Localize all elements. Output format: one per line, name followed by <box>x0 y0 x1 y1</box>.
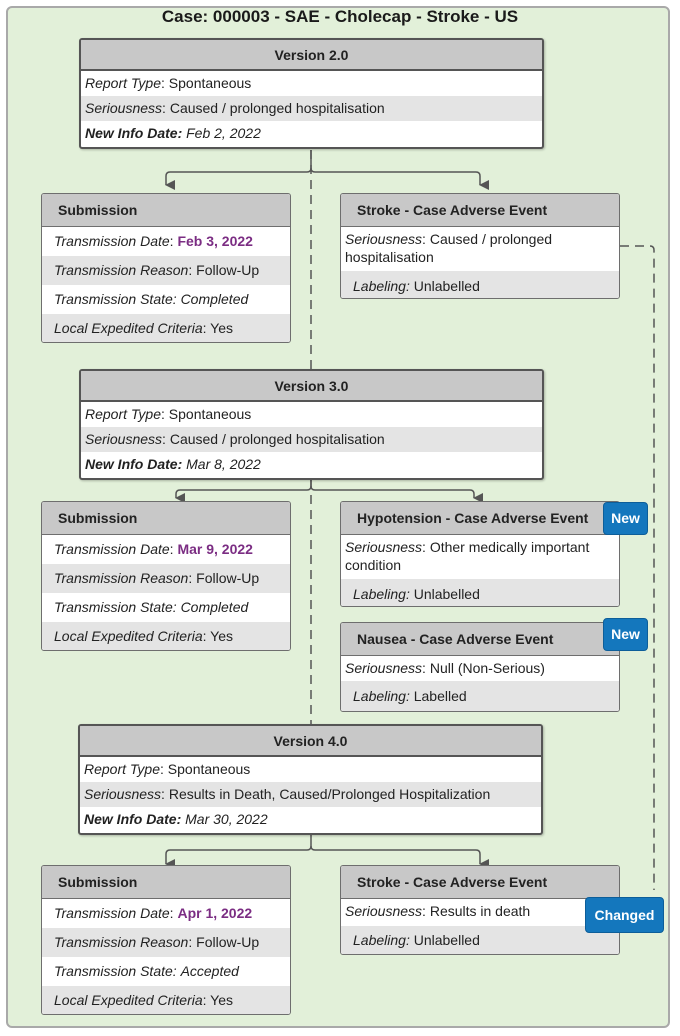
submission-card-3: Submission Transmission Date: Apr 1, 202… <box>41 865 291 1015</box>
local-expedited-row: Local Expedited Criteria: Yes <box>42 986 290 1014</box>
version-header: Version 2.0 <box>81 40 542 71</box>
transmission-reason-row: Transmission Reason: Follow-Up <box>42 564 290 593</box>
version-header: Version 3.0 <box>81 371 542 402</box>
event-header: Stroke - Case Adverse Event <box>341 194 619 227</box>
branch-connector <box>175 480 312 503</box>
submission-header: Submission <box>42 502 290 535</box>
event-labeling-row: Labeling: Unlabelled <box>341 271 619 298</box>
transmission-reason-row: Transmission Reason: Follow-Up <box>42 928 290 957</box>
stroke-event-card-1: Stroke - Case Adverse Event Seriousness:… <box>340 193 620 299</box>
transmission-reason-row: Transmission Reason: Follow-Up <box>42 256 290 285</box>
report-type-row: Report Type: Spontaneous <box>85 75 252 91</box>
branch-connector <box>165 834 312 869</box>
seriousness-row: Seriousness: Caused / prolonged hospital… <box>81 427 542 452</box>
changed-badge: Changed <box>585 897 664 933</box>
new-badge: New <box>603 502 648 535</box>
branch-connector <box>310 485 483 503</box>
new-info-date-row: New Info Date: Mar 30, 2022 <box>84 811 268 827</box>
seriousness-row: Seriousness: Results in Death, Caused/Pr… <box>80 782 541 807</box>
transmission-date-row: Transmission Date: Mar 9, 2022 <box>54 541 253 557</box>
event-labeling-row: Labeling: Labelled <box>341 681 619 711</box>
transmission-state-row: Transmission State: Completed <box>54 291 249 307</box>
event-seriousness-row: Seriousness: Null (Non-Serious) <box>345 660 545 676</box>
branch-connector <box>310 845 489 869</box>
event-labeling-row: Labeling: Unlabelled <box>341 926 619 954</box>
event-header: Hypotension - Case Adverse Event <box>341 502 619 535</box>
case-title: Case: 000003 - SAE - Cholecap - Stroke -… <box>161 7 519 26</box>
report-type-row: Report Type: Spontaneous <box>85 406 252 422</box>
transmission-state-row: Transmission State: Accepted <box>54 963 239 979</box>
submission-header: Submission <box>42 194 290 227</box>
transmission-date-row: Transmission Date: Feb 3, 2022 <box>54 233 253 249</box>
submission-card-1: Submission Transmission Date: Feb 3, 202… <box>41 193 291 343</box>
transmission-state-row: Transmission State: Completed <box>54 599 249 615</box>
event-seriousness-row: Seriousness: Caused / prolonged hospital… <box>345 231 553 265</box>
local-expedited-row: Local Expedited Criteria: Yes <box>42 622 290 650</box>
event-header: Nausea - Case Adverse Event <box>341 623 619 656</box>
event-seriousness-row: Seriousness: Results in death <box>345 903 531 919</box>
local-expedited-row: Local Expedited Criteria: Yes <box>42 314 290 342</box>
version-header: Version 4.0 <box>80 726 541 757</box>
hypotension-event-card: Hypotension - Case Adverse Event Serious… <box>340 501 620 607</box>
version-3-card: Version 3.0 Report Type: Spontaneous Ser… <box>79 369 544 480</box>
new-info-date-row: New Info Date: Mar 8, 2022 <box>85 456 261 472</box>
event-header: Stroke - Case Adverse Event <box>341 866 619 899</box>
version-2-card: Version 2.0 Report Type: Spontaneous Ser… <box>79 38 544 149</box>
event-link-dashed <box>620 245 655 890</box>
stroke-event-card-2: Stroke - Case Adverse Event Seriousness:… <box>340 865 620 955</box>
submission-card-2: Submission Transmission Date: Mar 9, 202… <box>41 501 291 651</box>
branch-connector <box>165 150 312 190</box>
version-4-card: Version 4.0 Report Type: Spontaneous Ser… <box>78 724 543 835</box>
event-seriousness-row: Seriousness: Other medically important c… <box>345 539 590 573</box>
new-info-date-row: New Info Date: Feb 2, 2022 <box>85 125 261 141</box>
new-badge: New <box>603 618 648 651</box>
submission-header: Submission <box>42 866 290 899</box>
nausea-event-card: Nausea - Case Adverse Event Seriousness:… <box>340 622 620 712</box>
event-labeling-row: Labeling: Unlabelled <box>341 579 619 606</box>
branch-connector <box>310 167 489 190</box>
report-type-row: Report Type: Spontaneous <box>84 761 251 777</box>
transmission-date-row: Transmission Date: Apr 1, 2022 <box>54 905 253 921</box>
seriousness-row: Seriousness: Caused / prolonged hospital… <box>81 96 542 121</box>
